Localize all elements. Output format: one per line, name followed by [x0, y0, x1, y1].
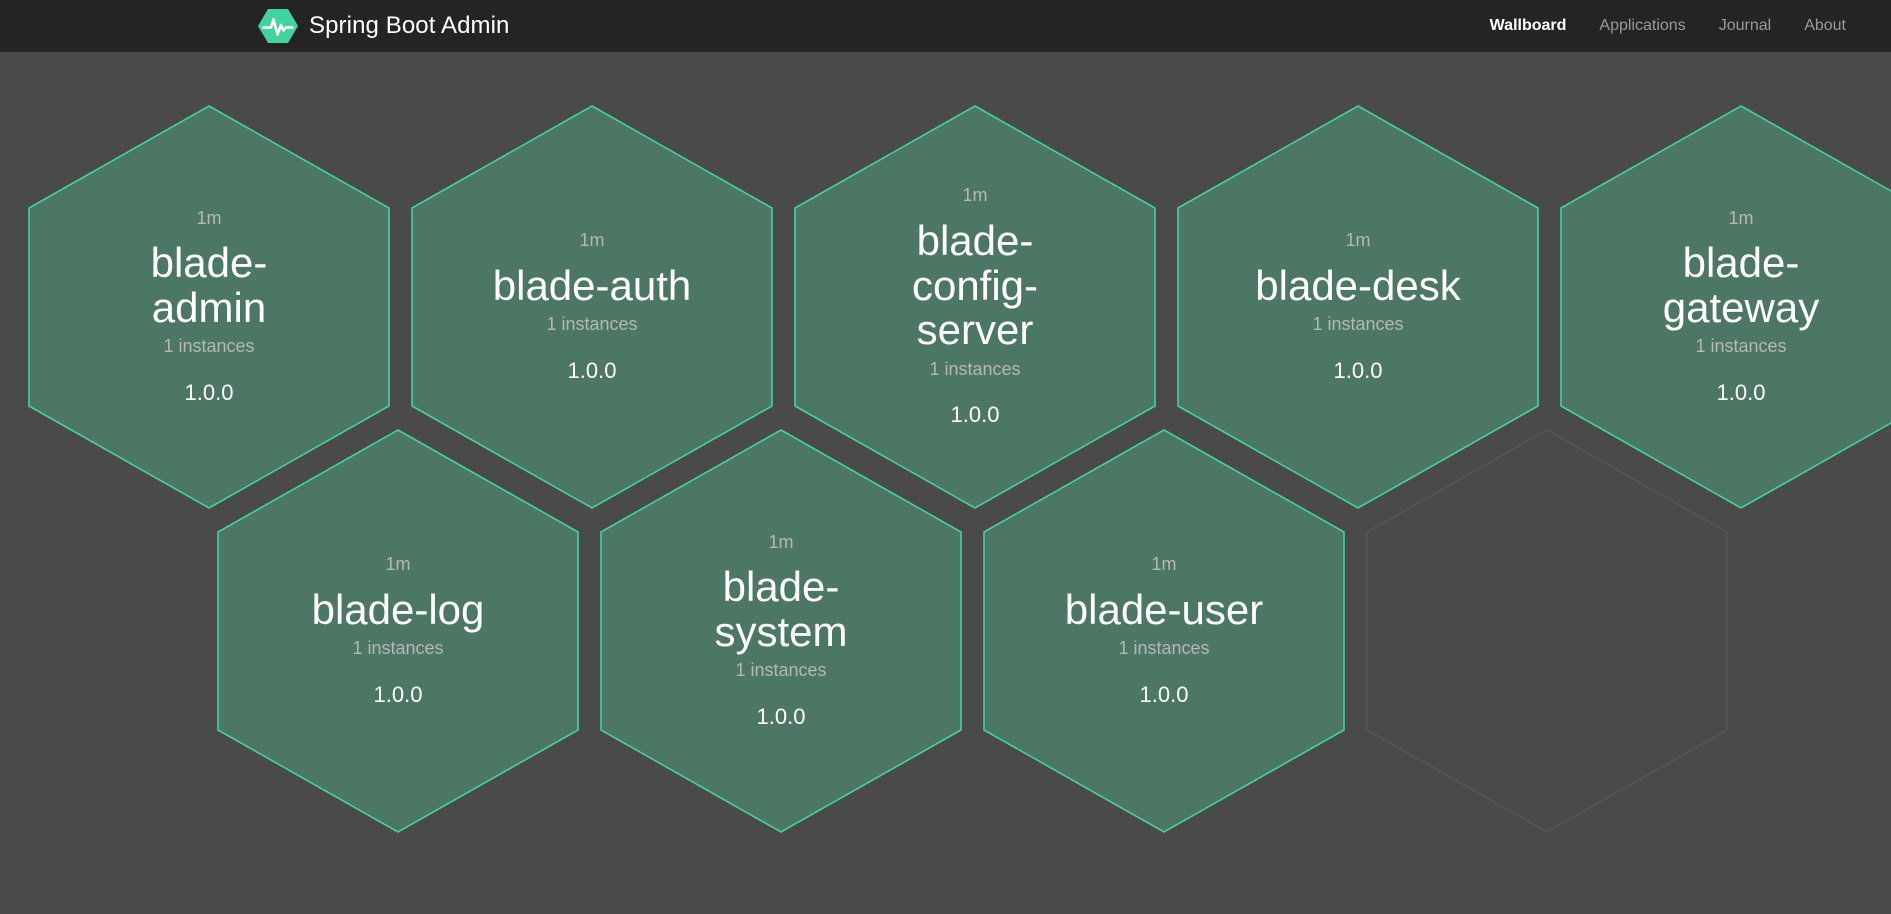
- hexagon-shape: [1177, 105, 1539, 509]
- hexagon-shape: [1366, 429, 1728, 833]
- hexagon-shape: [983, 429, 1345, 833]
- brand-home-link[interactable]: Spring Boot Admin: [258, 6, 510, 46]
- hexagon-shape: [411, 105, 773, 509]
- main-nav: Wallboard Applications Journal About: [1490, 17, 1846, 35]
- hexagon-shape: [794, 105, 1156, 509]
- nav-item-applications[interactable]: Applications: [1599, 17, 1686, 34]
- nav-item-journal[interactable]: Journal: [1718, 17, 1772, 34]
- hexagon-shape: [600, 429, 962, 833]
- heartbeat-hexagon-icon: [258, 6, 298, 46]
- nav-item-about[interactable]: About: [1804, 17, 1846, 34]
- hexagon-placeholder-slot: [1366, 429, 1728, 833]
- brand-title: Spring Boot Admin: [309, 12, 510, 39]
- hexagon-shape: [1560, 105, 1891, 509]
- hexagon-shape: [217, 429, 579, 833]
- nav-item-wallboard[interactable]: Wallboard: [1489, 17, 1567, 34]
- top-navbar: Spring Boot Admin Wallboard Applications…: [0, 0, 1891, 52]
- hexagon-shape: [28, 105, 390, 509]
